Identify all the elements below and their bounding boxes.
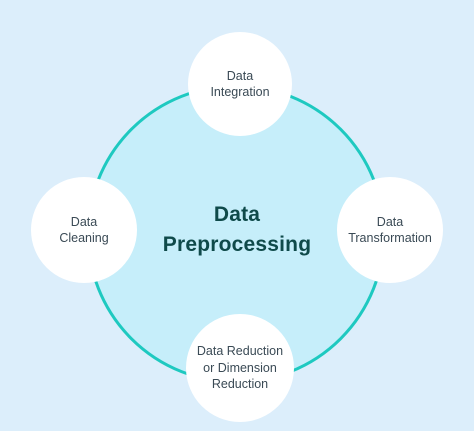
node-bottom-line-2: or Dimension (203, 360, 277, 375)
node-label-right: Data Transformation (338, 202, 442, 258)
node-top-line-2: Integration (210, 85, 270, 99)
node-bottom-line-1: Data Reduction (196, 344, 284, 359)
node-label-left: Data Cleaning (36, 202, 132, 258)
node-right-line-2: Transformation (348, 231, 432, 245)
node-circle-bottom (186, 314, 294, 422)
node-label-bottom: Data Reduction or Dimension Reduction (190, 336, 290, 400)
node-bottom-line-3: Reduction (211, 377, 269, 392)
node-left-line-1: Data (70, 214, 98, 229)
center-title: Data Preprocessing (137, 200, 337, 260)
node-left-line-2: Cleaning (59, 231, 109, 245)
node-top-line-1: Data (226, 68, 254, 83)
node-circle-right (337, 177, 443, 283)
node-circle-top (188, 32, 292, 136)
node-circle-left (31, 177, 137, 283)
center-title-line-1: Data (213, 203, 261, 226)
node-label-top: Data Integration (195, 56, 285, 112)
node-right-line-1: Data (376, 214, 404, 229)
center-title-line-2: Preprocessing (162, 233, 312, 256)
